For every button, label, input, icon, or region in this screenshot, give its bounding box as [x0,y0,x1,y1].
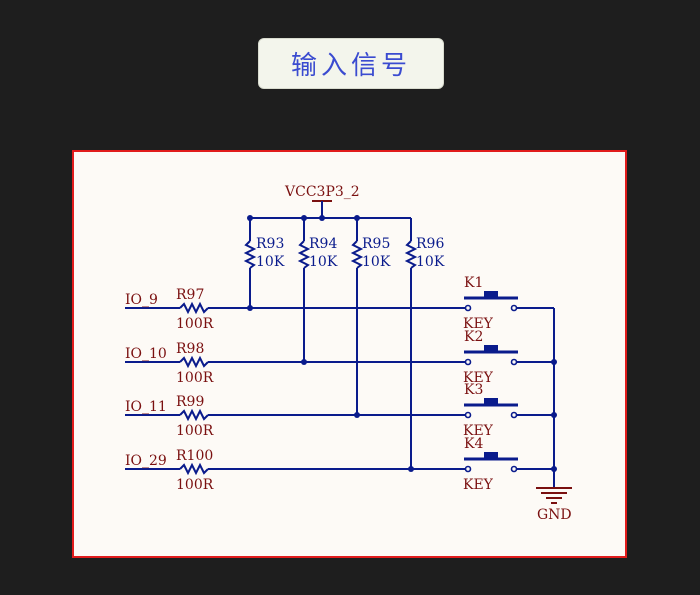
resistor-ref: R100 [176,448,213,464]
ground-symbol [536,487,572,504]
switch-value: KEY [463,423,494,439]
signal-row-io11: IO_11 R99 100R K3 KEY [125,382,557,439]
resistor-value: 100R [176,370,214,386]
switch-value: KEY [463,477,494,493]
pullup-r94: R94 10K [297,215,338,365]
pullup-ref: R96 [416,236,444,252]
resistor-ref: R97 [176,287,204,303]
title-box: 输入信号 [258,38,444,89]
pullup-r95: R95 10K [350,215,391,418]
switch-value: KEY [463,370,494,386]
resistor-value: 100R [176,477,214,493]
net-label: IO_11 [125,399,167,415]
pullup-value: 10K [309,254,338,270]
net-label: IO_9 [125,292,158,308]
pullup-value: 10K [256,254,285,270]
page-title: 输入信号 [290,51,411,81]
signal-row-io10: IO_10 R98 100R K2 KEY [125,329,557,386]
power-net-label: VCC3P3_2 [284,184,360,200]
pullup-r96: R96 10K [404,218,445,472]
pullup-ref: R93 [256,236,284,252]
ground-net-label: GND [537,507,572,523]
signal-row-io29: IO_29 R100 100R K4 KEY [125,436,557,493]
net-label: IO_10 [125,346,167,362]
resistor-value: 100R [176,316,214,332]
pullup-ref: R94 [309,236,337,252]
switch-value: KEY [463,316,494,332]
resistor-ref: R99 [176,394,204,410]
switch-ref: K1 [464,275,483,291]
switch-ref: K2 [464,329,483,345]
resistor-ref: R98 [176,341,204,357]
pullup-value: 10K [416,254,445,270]
resistor-value: 100R [176,423,214,439]
pullup-r93: R93 10K [243,215,285,311]
pullup-ref: R95 [362,236,390,252]
pullup-value: 10K [362,254,391,270]
net-label: IO_29 [125,453,167,469]
switch-ref: K3 [464,382,483,398]
switch-ref: K4 [464,436,483,452]
signal-row-io9: IO_9 R97 100R K1 KEY [125,275,554,332]
